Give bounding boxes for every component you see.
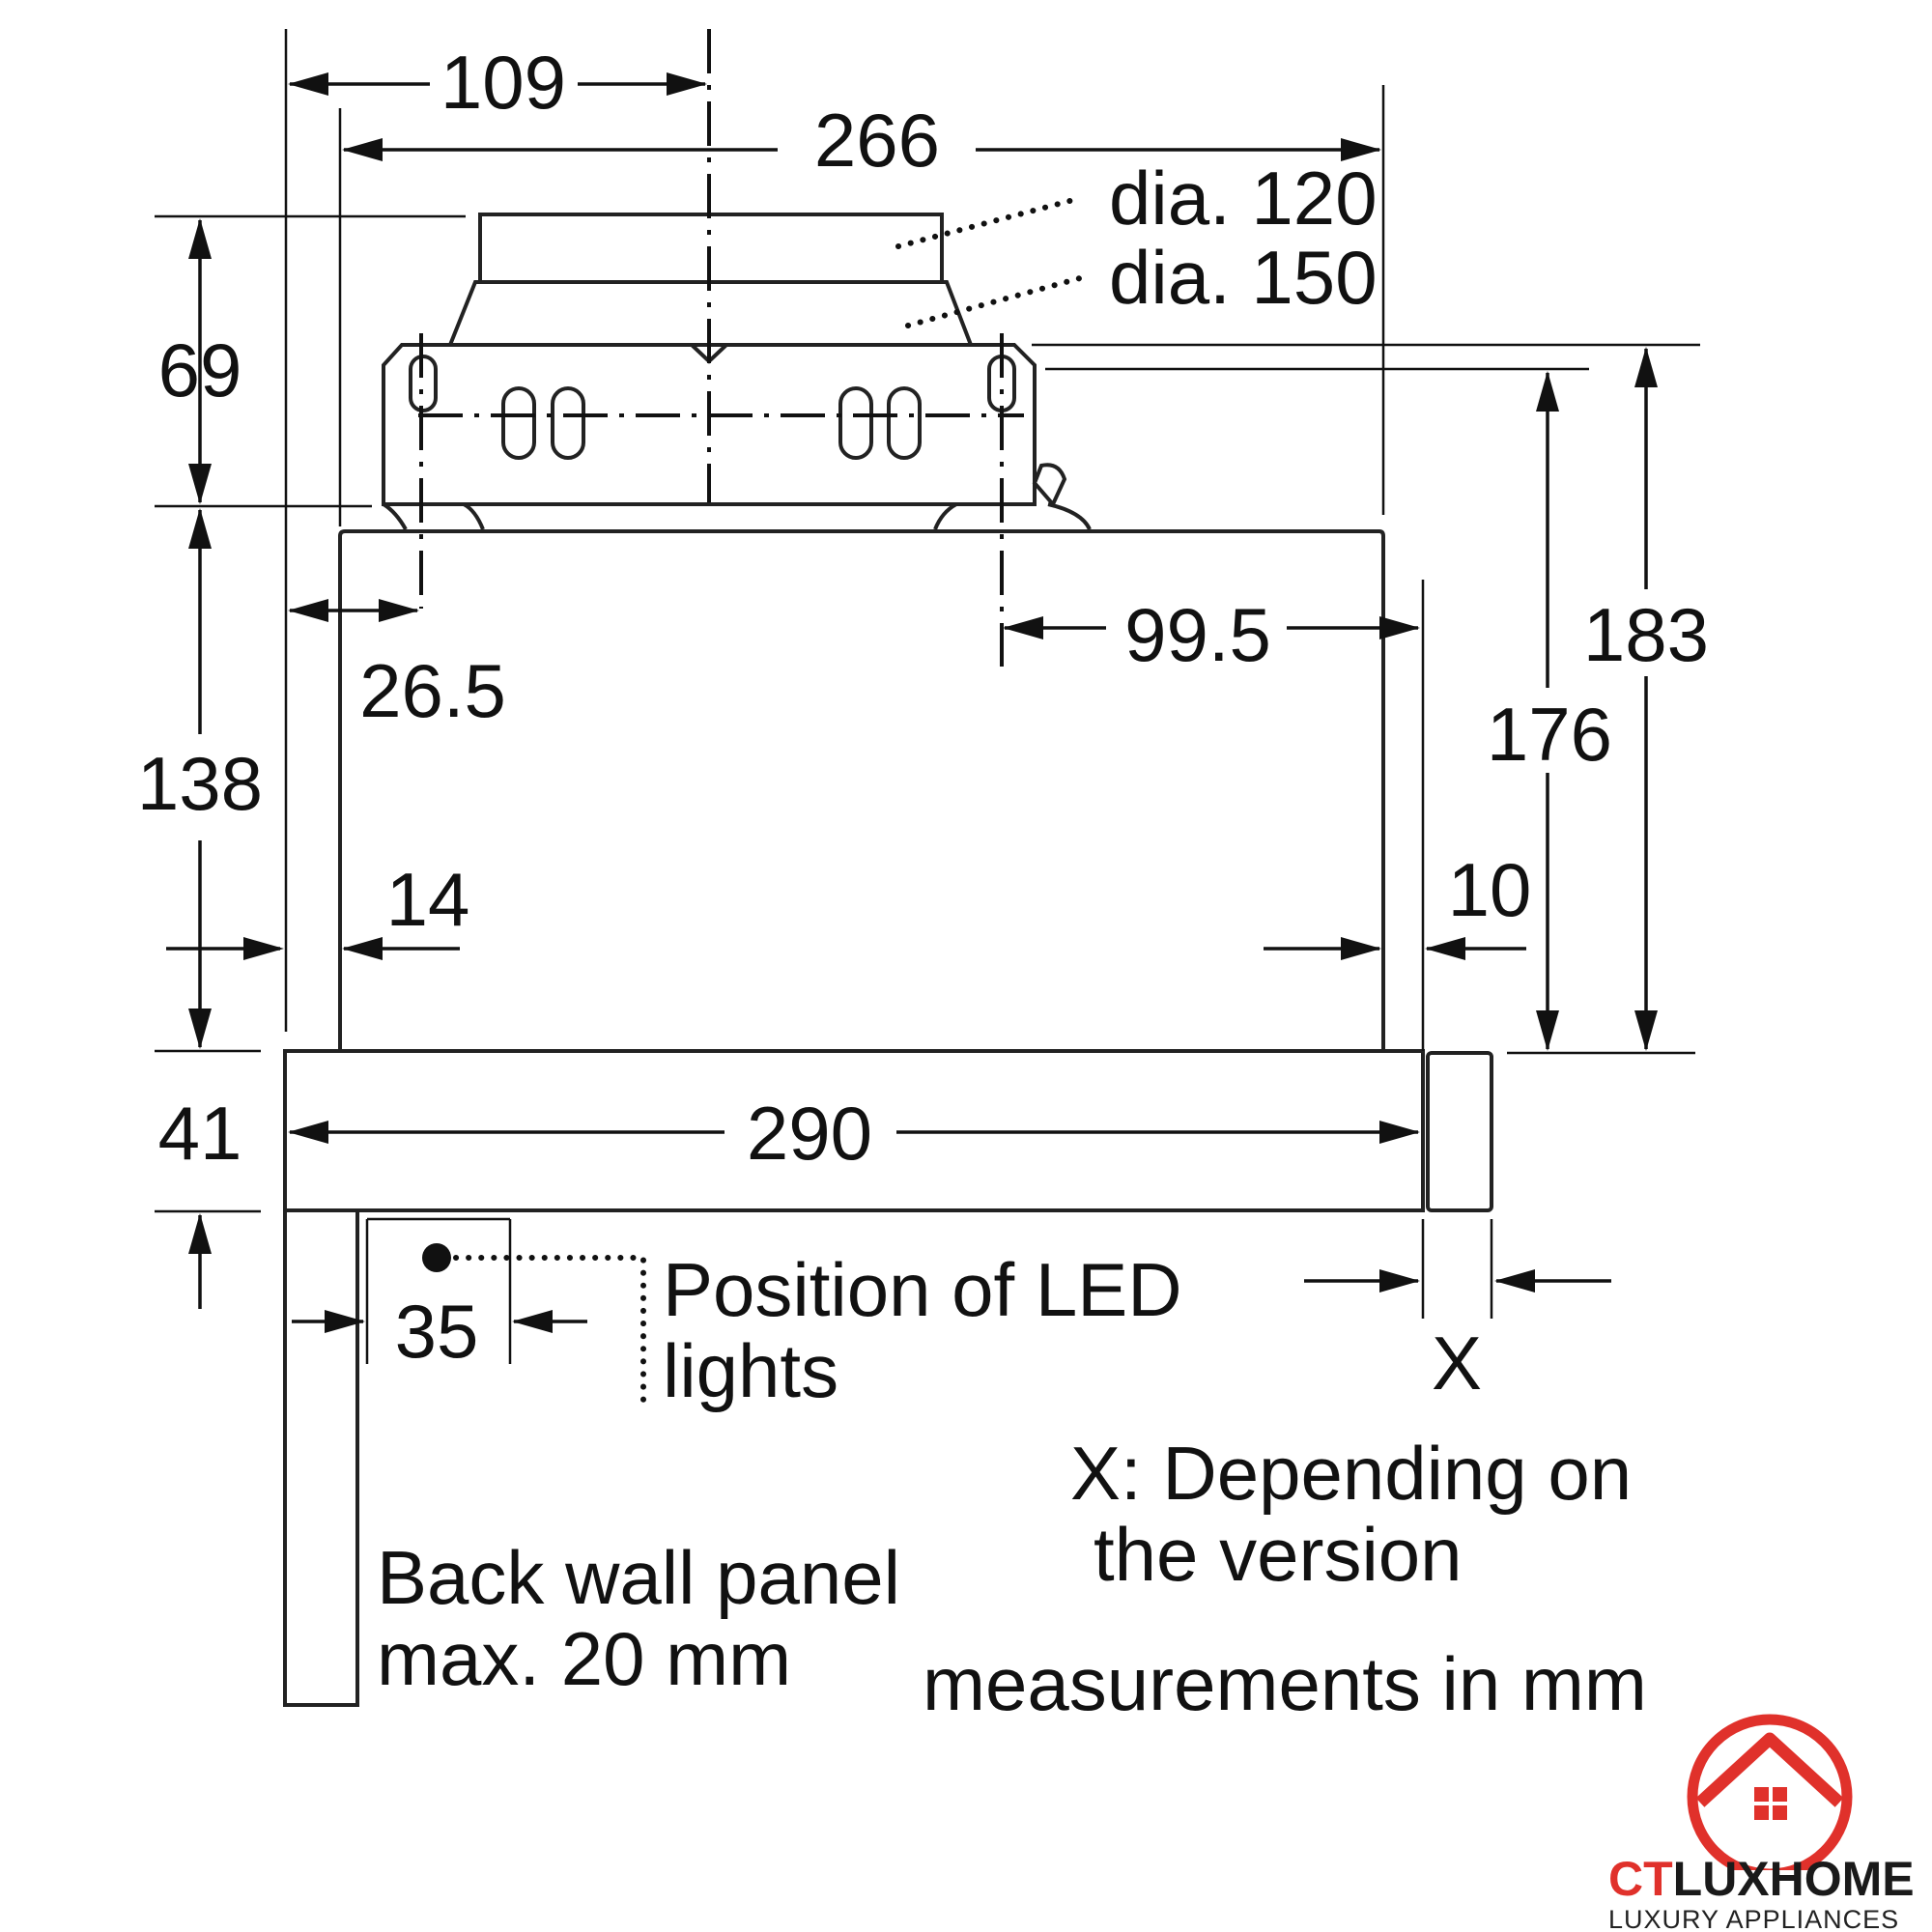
notes: dia. 120 dia. 150 Position of LED lights… [377,156,1647,1726]
label-led-line2: lights [663,1328,838,1413]
brand-logo: CTLUXHOME LUXURY APPLIANCES [1608,1714,1915,1932]
dim-41: 41 [158,1091,242,1176]
front-extension [1426,1051,1493,1212]
dim-35: 35 [395,1289,479,1374]
logo-brand-ct: CT [1608,1852,1673,1906]
dim-290: 290 [747,1091,872,1176]
svg-text:CTLUXHOME: CTLUXHOME [1608,1852,1915,1906]
dim-266: 266 [814,98,940,183]
dim-14: 14 [386,857,470,942]
label-units: measurements in mm [923,1641,1647,1726]
back-wall-panel [283,1208,359,1707]
front-strip [283,1049,1425,1212]
label-x-note-line1: X: Depending on [1070,1431,1632,1516]
dimension-texts: 109 266 69 138 41 26.5 14 99.5 176 183 1… [137,40,1709,1406]
dim-26-5: 26.5 [359,648,506,733]
extension-lines [155,29,1700,1364]
dim-138: 138 [137,741,263,826]
label-x-note-line2: the version [1094,1512,1463,1597]
label-dia-150: dia. 150 [1109,235,1378,320]
led-dot [422,1243,451,1272]
keyhole-slots [409,355,1016,460]
dim-109: 109 [440,40,566,125]
dim-183: 183 [1583,592,1709,677]
logo-tagline: LUXURY APPLIANCES [1608,1905,1899,1932]
label-led-line1: Position of LED [663,1247,1182,1332]
house-roof-icon [1695,1732,1844,1807]
dim-99-5: 99.5 [1124,592,1271,677]
dim-10: 10 [1448,847,1532,932]
dimension-lines [166,72,1658,1333]
label-back-wall-line2: max. 20 mm [377,1616,791,1701]
dim-176: 176 [1487,692,1612,777]
logo-brand-luxhome: LUXHOME [1673,1852,1915,1906]
dim-69: 69 [158,327,242,412]
label-back-wall-line1: Back wall panel [377,1535,900,1620]
leader-lines [453,196,1083,1413]
dim-x: X [1432,1321,1482,1406]
center-lines [418,29,1024,667]
label-dia-120: dia. 120 [1109,156,1378,241]
